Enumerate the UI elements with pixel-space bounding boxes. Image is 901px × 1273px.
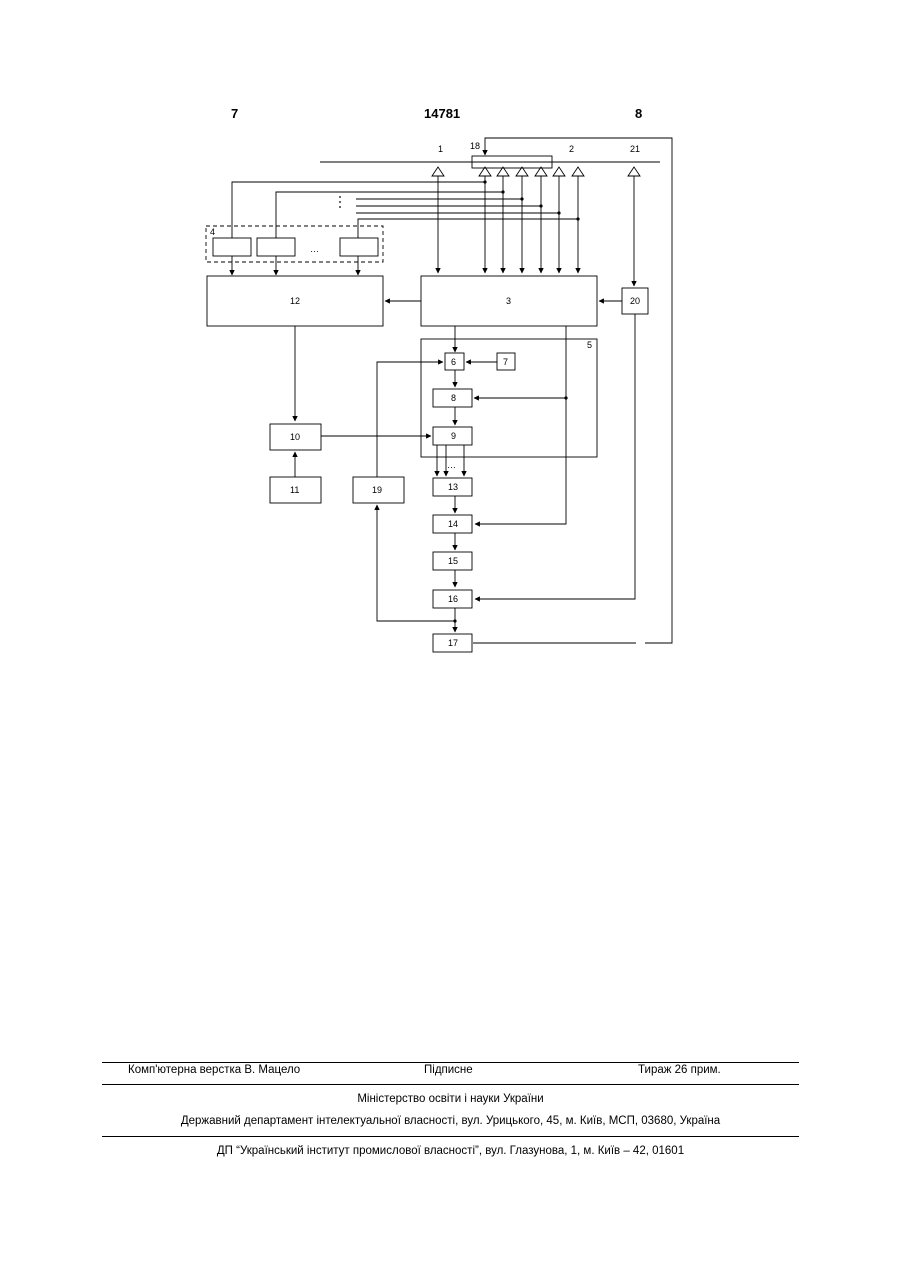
footer-circulation: Тираж 26 прим. xyxy=(638,1064,721,1076)
label-12: 12 xyxy=(290,296,300,306)
label-13: 13 xyxy=(448,482,458,492)
footer-signed: Підписне xyxy=(424,1064,473,1076)
label-9: 9 xyxy=(451,431,456,441)
footer-department: Державний департамент інтелектуальної вл… xyxy=(102,1115,799,1127)
block-diagram: 1 18 2 21 4 12 3 20 5 6 7 8 9 10 11 19 1… xyxy=(0,0,901,700)
label-11: 11 xyxy=(290,485,299,495)
label-4: 4 xyxy=(210,227,215,237)
footer-layout: Комп'ютерна верстка В. Мацело xyxy=(128,1064,300,1076)
ellipsis-vertical-dots xyxy=(339,196,341,208)
label-20: 20 xyxy=(630,296,640,306)
footer-rule-middle xyxy=(102,1084,799,1085)
footer-ministry: Міністерство освіти і науки України xyxy=(102,1093,799,1105)
footer-rule-bottom xyxy=(102,1136,799,1137)
label-19: 19 xyxy=(372,485,382,495)
footer-rule-top xyxy=(102,1062,799,1063)
label-14: 14 xyxy=(448,519,458,529)
ellipsis-blocks-4: … xyxy=(310,244,319,254)
label-8: 8 xyxy=(451,393,456,403)
footer-institute: ДП “Український інститут промислової вла… xyxy=(102,1145,799,1157)
label-18: 18 xyxy=(470,141,480,151)
label-5: 5 xyxy=(587,340,592,350)
label-3: 3 xyxy=(506,296,511,306)
label-2: 2 xyxy=(569,144,574,154)
label-16: 16 xyxy=(448,594,458,604)
label-10: 10 xyxy=(290,432,300,442)
label-15: 15 xyxy=(448,556,458,566)
label-7: 7 xyxy=(503,357,508,367)
label-17: 17 xyxy=(448,638,458,648)
label-1: 1 xyxy=(438,144,443,154)
label-21: 21 xyxy=(630,144,640,154)
label-6: 6 xyxy=(451,357,456,367)
ellipsis-outputs-9: … xyxy=(447,460,456,470)
